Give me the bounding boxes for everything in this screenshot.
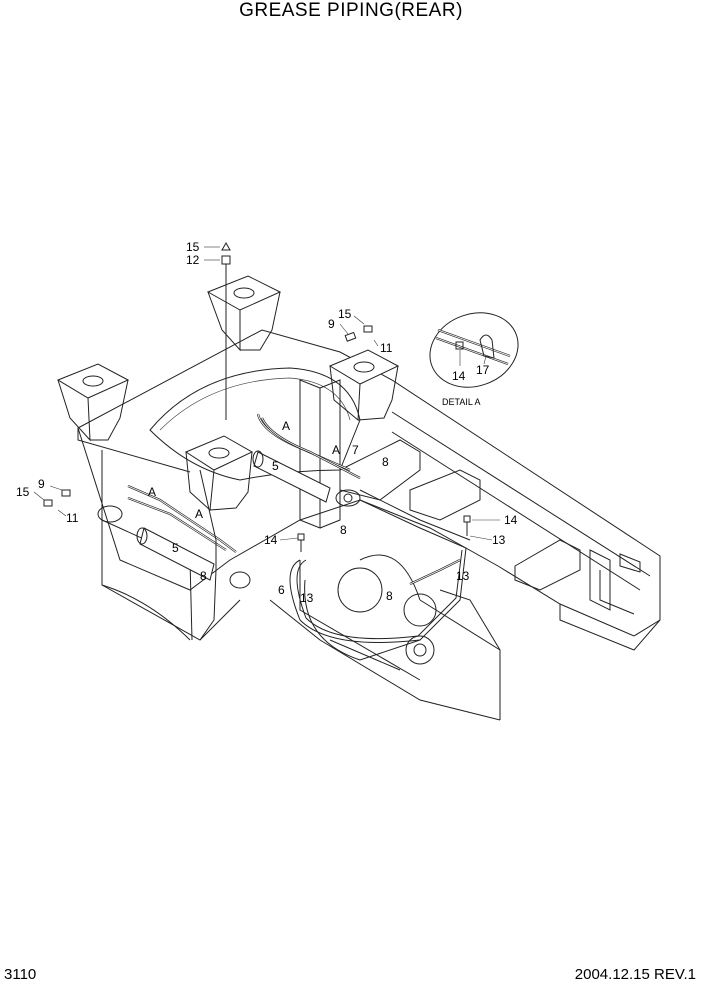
callout-a-2: A — [332, 443, 340, 457]
grease-pipe-lines — [127, 413, 471, 643]
callout-9-mid: 9 — [328, 317, 335, 331]
callout-8-a: 8 — [382, 455, 389, 469]
upper-frame — [77, 329, 661, 721]
callout-15-mid: 15 — [338, 307, 352, 321]
callout-15-left: 15 — [16, 485, 30, 499]
callout-11-left: 11 — [66, 511, 79, 525]
page-title: GREASE PIPING(REAR) — [239, 0, 463, 21]
callout-13-c: 13 — [492, 533, 506, 547]
callout-a-1: A — [282, 419, 290, 433]
mount-box-top — [206, 275, 282, 352]
callout-leaders — [33, 246, 500, 541]
callout-14-b: 14 — [504, 513, 518, 527]
callout-13-b: 13 — [456, 569, 470, 583]
callout-15-top: 15 — [186, 240, 200, 254]
detail-a-view — [429, 312, 519, 388]
revision-date: 2004.12.15 REV.1 — [574, 966, 696, 983]
mount-box-center — [184, 435, 254, 512]
callout-8-c: 8 — [200, 569, 207, 583]
elbow-fitting-icon — [43, 325, 373, 507]
page-number: 3110 — [4, 966, 37, 983]
swing-cylinder-upper — [252, 450, 361, 507]
grease-nipple-icon — [221, 241, 231, 420]
mount-box-left — [56, 363, 130, 442]
callout-9-left: 9 — [38, 477, 45, 491]
callout-12-top: 12 — [186, 253, 200, 267]
callout-8-b: 8 — [340, 523, 347, 537]
callout-a-4: A — [195, 507, 203, 521]
detail-a-label-14: 14 — [452, 369, 466, 383]
callout-8-d: 8 — [386, 589, 393, 603]
callout-13-a: 13 — [300, 591, 314, 605]
bolt-icon — [297, 515, 471, 552]
callout-11-mid: 11 — [380, 341, 393, 355]
mount-box-right — [328, 349, 400, 422]
callout-5-a: 5 — [272, 459, 279, 473]
detail-a-caption: DETAIL A — [442, 397, 481, 407]
callout-5-b: 5 — [172, 541, 179, 555]
callout-7: 7 — [352, 443, 359, 457]
swing-cylinder-lower — [97, 505, 251, 589]
detail-a-label-17: 17 — [476, 363, 490, 377]
callout-6: 6 — [278, 583, 285, 597]
callout-14-a: 14 — [264, 533, 278, 547]
callout-a-3: A — [148, 485, 156, 499]
